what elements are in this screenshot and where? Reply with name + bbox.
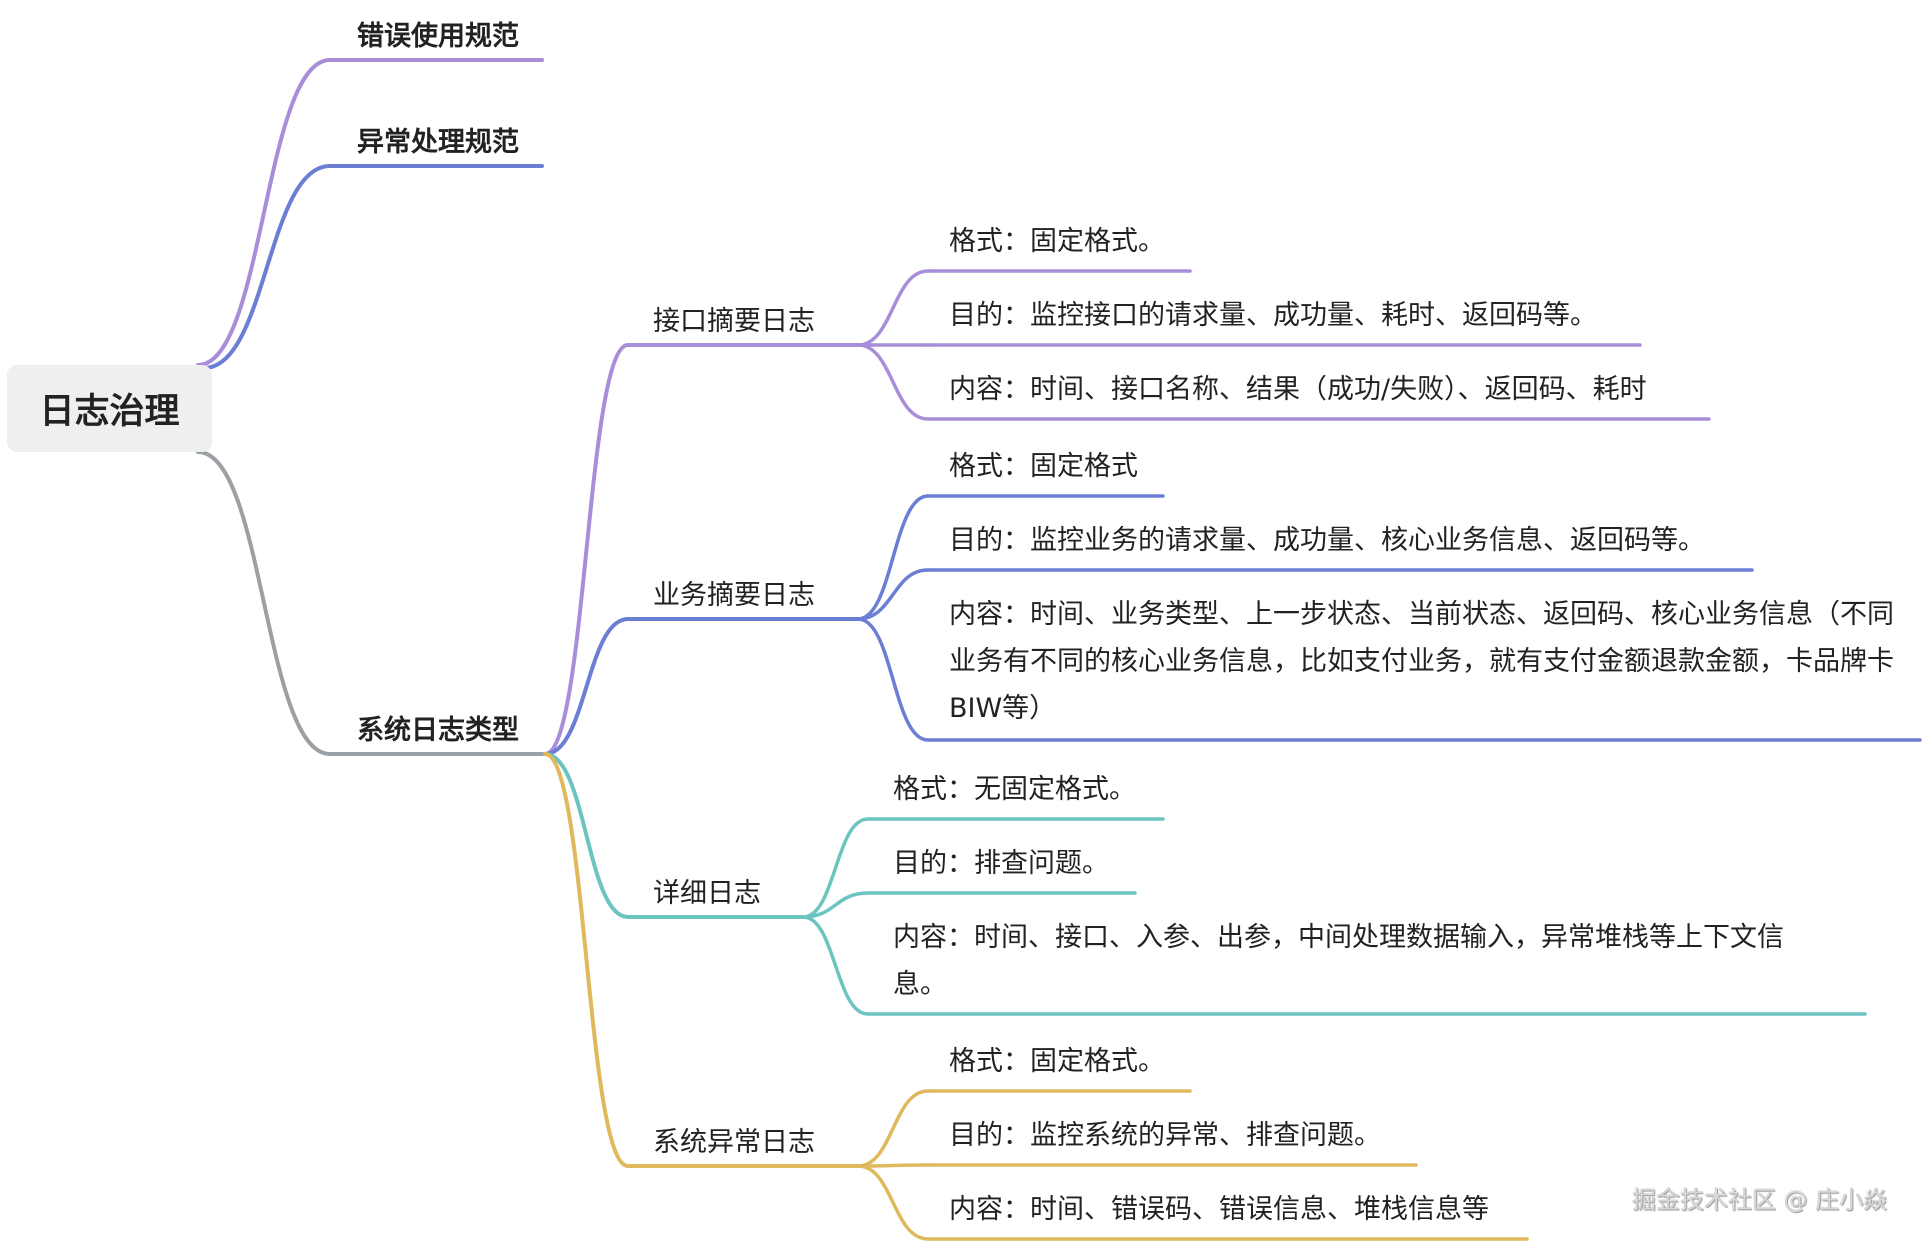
- connector-leaf-3-1: [856, 1163, 930, 1168]
- connector-leaf-1-1: [856, 568, 930, 621]
- connector-l2-0: [543, 343, 630, 756]
- connector-root-branch-2: [196, 450, 332, 756]
- node-detail-log[interactable]: 详细日志: [653, 878, 761, 909]
- node-system-exception-log[interactable]: 系统异常日志: [653, 1127, 815, 1158]
- connector-l2-3: [543, 752, 630, 1168]
- leaf-detail-purpose[interactable]: 目的：排查问题。: [893, 848, 1109, 879]
- leaf-business-content[interactable]: 内容：时间、业务类型、上一步状态、当前状态、返回码、核心业务信息（不同业务有不同…: [949, 599, 1894, 724]
- connector-leaf-0-0: [856, 269, 930, 347]
- connector-root-branch-1: [202, 164, 332, 370]
- node-interface-summary-log[interactable]: 接口摘要日志: [653, 306, 815, 337]
- leaf-interface-format[interactable]: 格式：固定格式。: [949, 226, 1165, 257]
- connector-leaf-1-0: [856, 494, 930, 621]
- root-node[interactable]: 日志治理: [7, 365, 212, 452]
- leaf-exception-format[interactable]: 格式：固定格式。: [949, 1046, 1165, 1077]
- leaf-interface-content[interactable]: 内容：时间、接口名称、结果（成功/失败）、返回码、耗时: [949, 374, 1647, 405]
- leaf-detail-content[interactable]: 内容：时间、接口、入参、出参，中间处理数据输入，异常堆栈等上下文信息。: [893, 922, 1784, 1000]
- node-business-summary-log[interactable]: 业务摘要日志: [653, 580, 815, 611]
- connector-l2-2: [543, 752, 630, 919]
- connector-leaf-3-2: [856, 1164, 930, 1241]
- leaf-exception-content[interactable]: 内容：时间、错误码、错误信息、堆栈信息等: [949, 1194, 1489, 1225]
- leaf-detail-format[interactable]: 格式：无固定格式。: [893, 774, 1136, 805]
- connector-leaf-3-0: [856, 1089, 930, 1168]
- branch-exception-handling[interactable]: 异常处理规范: [357, 127, 519, 158]
- leaf-business-format[interactable]: 格式：固定格式: [949, 451, 1138, 482]
- connector-leaf-2-1: [801, 891, 870, 919]
- leaf-exception-purpose[interactable]: 目的：监控系统的异常、排查问题。: [949, 1120, 1381, 1151]
- connector-leaf-2-0: [801, 817, 870, 919]
- watermark: 掘金技术社区 @ 庄小焱: [1632, 1186, 1888, 1214]
- connector-leaf-0-2: [856, 343, 930, 421]
- connector-leaf-1-2: [856, 617, 930, 742]
- leaf-business-purpose[interactable]: 目的：监控业务的请求量、成功量、核心业务信息、返回码等。: [949, 525, 1705, 556]
- leaf-interface-purpose[interactable]: 目的：监控接口的请求量、成功量、耗时、返回码等。: [949, 300, 1597, 331]
- connector-l2-1: [543, 617, 630, 756]
- branch-error-usage[interactable]: 错误使用规范: [357, 21, 519, 52]
- connector-leaf-2-2: [801, 915, 870, 1016]
- branch-system-log-types[interactable]: 系统日志类型: [357, 715, 519, 746]
- connector-root-branch-0: [196, 58, 332, 367]
